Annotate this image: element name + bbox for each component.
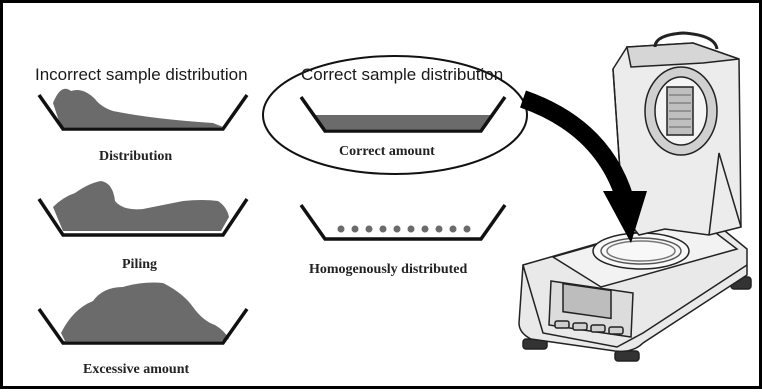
incorrect-heading: Incorrect sample distribution [35,65,248,84]
caption-piling: Piling [122,257,158,272]
caption-homogenous: Homogenously distributed [309,262,468,277]
moisture-analyzer-device [518,31,752,362]
sample-dots [337,225,471,233]
caption-excessive: Excessive amount [83,362,190,377]
pan-correct-amount [299,95,507,133]
diagram-graphics [37,31,752,362]
pan-piling [37,181,249,237]
pan-excessive [37,282,249,345]
caption-distribution: Distribution [99,149,173,164]
curved-arrow [519,90,647,243]
pan-homogenous [299,203,507,241]
pan-distribution [37,88,249,131]
caption-correct-amount: Correct amount [339,144,435,159]
correct-heading: Correct sample distribution [301,65,504,84]
